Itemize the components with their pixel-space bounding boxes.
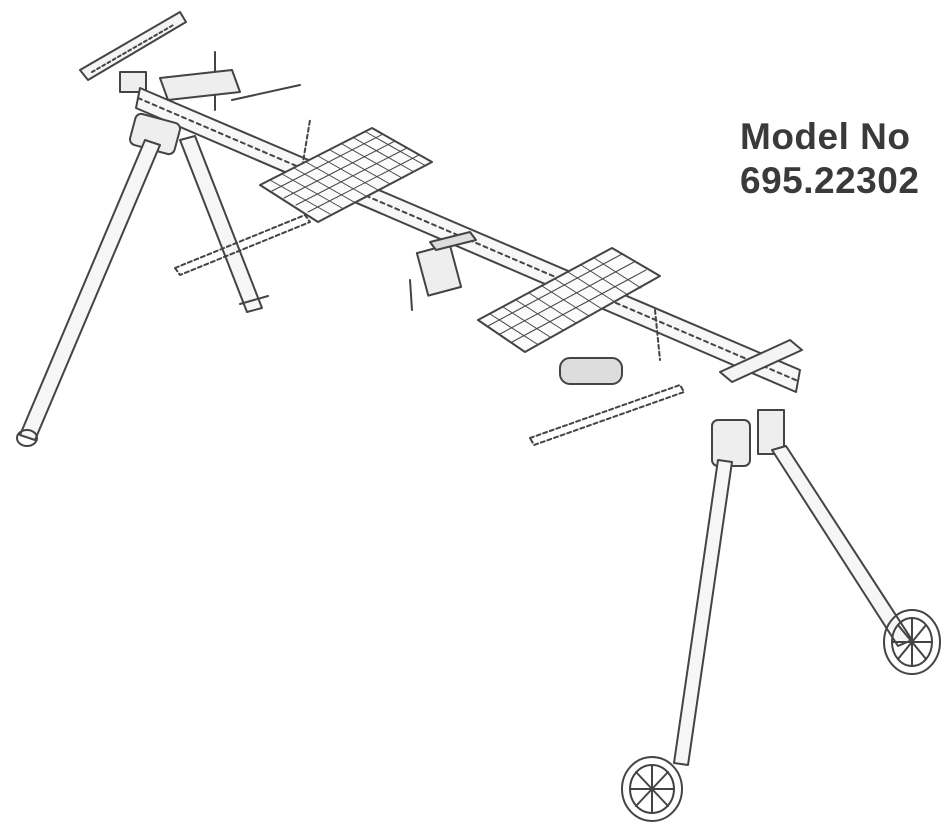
right-extension-arm xyxy=(529,309,685,446)
right-support-bracket xyxy=(711,339,803,467)
left-support-bracket xyxy=(79,11,216,111)
left-grid-platform xyxy=(259,127,433,223)
rear-wheel xyxy=(883,609,941,675)
model-label-text: Model No xyxy=(740,116,911,157)
front-wheel xyxy=(621,756,683,822)
right-grid-platform xyxy=(477,247,661,353)
left-legs xyxy=(16,112,269,447)
right-legs xyxy=(673,445,913,766)
model-number-label: Model No 695.22302 xyxy=(740,115,951,203)
model-number-value: 695.22302 xyxy=(740,160,920,201)
center-clamp xyxy=(409,231,477,311)
main-rail xyxy=(135,69,801,393)
